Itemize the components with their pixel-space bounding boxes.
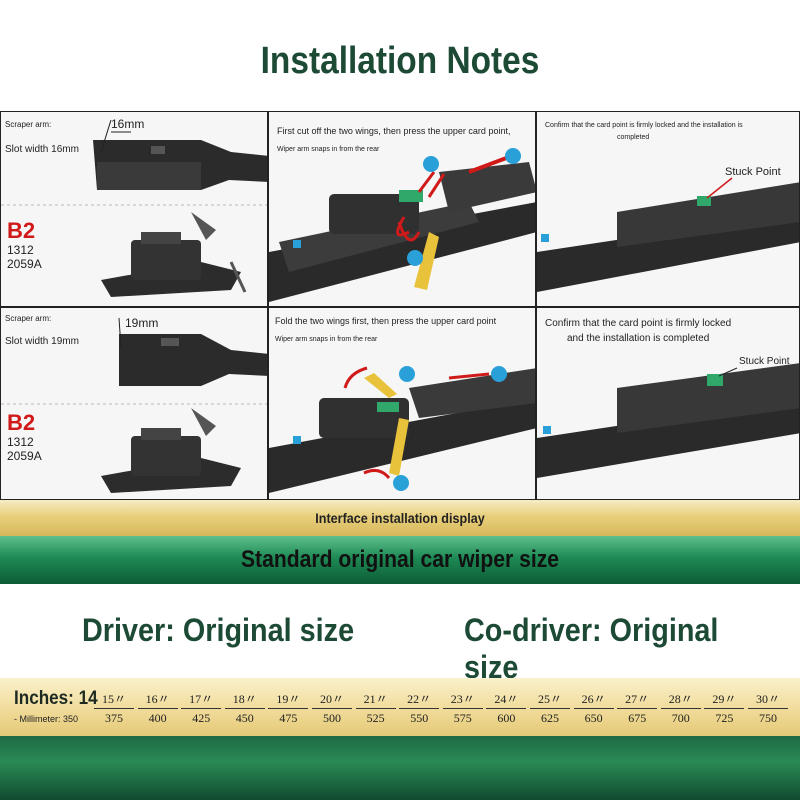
part-number-line2-2: 2059A — [7, 449, 42, 463]
locked-adapter-illustration-2 — [537, 363, 799, 478]
model-code: B2 — [7, 218, 36, 243]
size-millimeters: 675 — [628, 711, 647, 725]
size-option: 30〃750 — [748, 690, 788, 726]
stuck-point-label: Stuck Point — [725, 166, 781, 178]
page-title: Installation Notes — [260, 40, 540, 82]
size-inches: 18〃 — [224, 690, 265, 709]
install-sub-instruction-2: Wiper arm snaps in from the rear — [275, 336, 378, 343]
size-option: 21〃525 — [355, 690, 396, 726]
size-option: 19〃475 — [268, 690, 309, 726]
scraper-arm-label: Scraper arm: — [5, 120, 52, 129]
size-inches: 22〃 — [399, 690, 440, 709]
size-option: 28〃700 — [660, 690, 701, 726]
slot-width-label-2: Slot width 19mm — [5, 336, 79, 347]
size-inches: 20〃 — [312, 690, 352, 709]
interface-band-text: Interface installation display — [315, 510, 485, 526]
size-inches: 26〃 — [573, 690, 614, 709]
size-inches: 30〃 — [748, 690, 788, 709]
arm-spec-panel-2: Scraper arm: 19mm Slot width 19mm B2 131… — [0, 307, 268, 500]
confirm-panel-1: Confirm that the card point is firmly lo… — [536, 111, 800, 307]
driver-label: Driver: Original size — [82, 612, 355, 648]
standard-size-band: Standard original car wiper size — [0, 536, 800, 584]
install-instruction-2: Fold the two wings first, then press the… — [275, 316, 497, 326]
size-option: 29〃725 — [704, 690, 745, 726]
size-option: 17〃425 — [181, 690, 222, 726]
size-millimeters: 600 — [497, 711, 516, 725]
model-code-2: B2 — [7, 410, 36, 435]
size-millimeters: 550 — [410, 711, 429, 725]
size-millimeters: 475 — [279, 711, 298, 725]
locked-adapter-illustration — [537, 177, 799, 292]
confirm-text-row2: Confirm that the card point is firmly lo… — [545, 318, 732, 329]
adapter-install-illustration-2 — [269, 366, 535, 493]
size-option: 23〃575 — [442, 690, 483, 726]
size-option: 25〃625 — [530, 690, 570, 726]
install-sub-instruction: Wiper arm snaps in from the rear — [277, 146, 380, 153]
size-millimeters: 500 — [323, 711, 341, 725]
size-millimeters: 750 — [759, 711, 777, 725]
size-inches: 27〃 — [617, 690, 658, 709]
size-millimeters: 625 — [541, 711, 559, 725]
size-option: 22〃550 — [399, 690, 440, 726]
arm-spec-panel-1: Scraper arm: 16mm Slot width 16mm B2 131… — [0, 111, 268, 307]
stuck-point-label-2: Stuck Point — [739, 356, 790, 367]
size-millimeters: 650 — [584, 711, 603, 725]
part-number-line2: 2059A — [7, 257, 42, 271]
slot-width-label: Slot width 16mm — [5, 144, 79, 155]
size-millimeters: 725 — [715, 711, 734, 725]
size-option: 20〃500 — [312, 690, 352, 726]
size-inches: 15〃 — [94, 690, 134, 709]
size-millimeters: 450 — [235, 711, 254, 725]
slot-width-dimension: 16mm — [111, 117, 145, 131]
inches-label: Inches: 14 — [14, 688, 98, 709]
install-step-panel-2: Fold the two wings first, then press the… — [268, 307, 536, 500]
size-inches: 25〃 — [530, 690, 570, 709]
codriver-label: Co-driver: Original size — [464, 612, 719, 685]
slot-width-dimension-2: 19mm — [125, 316, 159, 330]
wiper-arm-illustration — [1, 119, 267, 297]
size-millimeters: 425 — [192, 711, 211, 725]
size-inches: 29〃 — [704, 690, 745, 709]
size-millimeters: 375 — [105, 711, 123, 725]
size-option: 16〃400 — [137, 690, 178, 726]
install-step-panel-1: First cut off the two wings, then press … — [268, 111, 536, 307]
size-option: 18〃450 — [224, 690, 265, 726]
interface-band: Interface installation display — [0, 500, 800, 536]
size-inches: 19〃 — [268, 690, 309, 709]
part-number-line1: 1312 — [7, 243, 34, 257]
size-millimeters: 575 — [453, 711, 472, 725]
size-inches: 24〃 — [486, 690, 527, 709]
bottom-band — [0, 736, 800, 800]
size-inches: 23〃 — [442, 690, 483, 709]
part-number-line1-2: 1312 — [7, 435, 34, 449]
standard-size-text: Standard original car wiper size — [240, 546, 560, 573]
install-instruction: First cut off the two wings, then press … — [277, 126, 511, 136]
adapter-install-illustration — [269, 148, 535, 302]
confirm-text: Confirm that the card point is firmly lo… — [545, 122, 743, 129]
size-millimeters: 525 — [366, 711, 385, 725]
size-option: 26〃650 — [573, 690, 614, 726]
millimeter-label: - Millimeter: 350 — [14, 714, 79, 724]
size-inches: 16〃 — [137, 690, 178, 709]
confirm-text-2: completed — [617, 134, 650, 141]
size-inches: 28〃 — [660, 690, 701, 709]
scraper-arm-label-2: Scraper arm: — [5, 314, 52, 323]
clip-green — [399, 190, 423, 202]
size-inches: 21〃 — [355, 690, 396, 709]
wiper-arm-illustration-2 — [1, 317, 267, 493]
size-option: 24〃600 — [486, 690, 527, 726]
confirm-text-row2-2: and the installation is completed — [567, 333, 710, 344]
size-millimeters: 400 — [148, 711, 167, 725]
size-option: 15〃375 — [94, 690, 134, 726]
size-option: 27〃675 — [617, 690, 658, 726]
confirm-panel-2: Confirm that the card point is firmly lo… — [536, 307, 800, 500]
size-millimeters: 700 — [671, 711, 690, 725]
size-inches: 17〃 — [181, 690, 222, 709]
